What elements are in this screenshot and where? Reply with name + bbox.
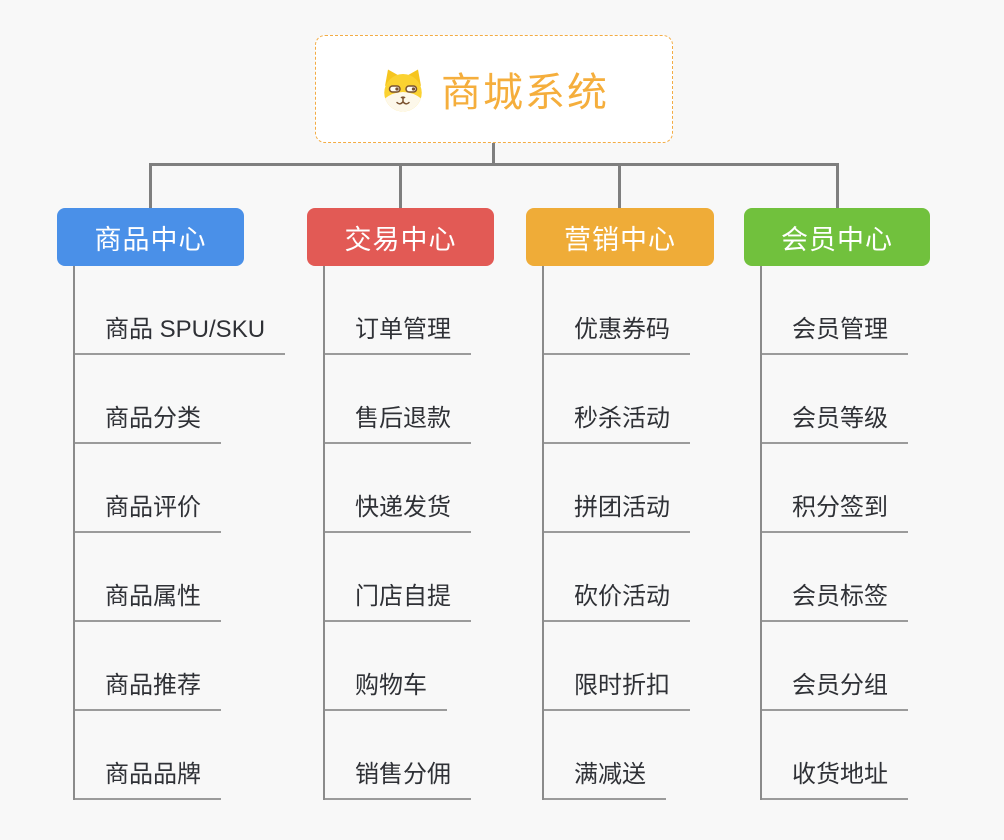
list-item: 砍价活动 xyxy=(544,533,690,622)
node-sales-commission[interactable]: 销售分佣 xyxy=(325,754,471,800)
connector-drop-product xyxy=(149,164,152,208)
branch-header-trade-center[interactable]: 交易中心 xyxy=(307,208,494,266)
node-member-level[interactable]: 会员等级 xyxy=(762,398,908,444)
root-node-mall-system[interactable]: 商城系统 xyxy=(315,35,673,143)
connector-drop-trade xyxy=(399,164,402,208)
branch-trade-center: 交易中心 订单管理 售后退款 快递发货 门店自提 购物车 销售分佣 xyxy=(307,208,494,800)
list-item: 售后退款 xyxy=(325,355,471,444)
node-flash-sale[interactable]: 秒杀活动 xyxy=(544,398,690,444)
branch-product-center: 商品中心 商品 SPU/SKU 商品分类 商品评价 商品属性 商品推荐 商品品牌 xyxy=(57,208,286,800)
list-item: 优惠券码 xyxy=(544,266,690,355)
list-item: 商品评价 xyxy=(75,444,285,533)
branch-children-member: 会员管理 会员等级 积分签到 会员标签 会员分组 收货地址 xyxy=(760,266,908,800)
branch-header-marketing-center[interactable]: 营销中心 xyxy=(526,208,714,266)
branch-children-marketing: 优惠券码 秒杀活动 拼团活动 砍价活动 限时折扣 满减送 xyxy=(542,266,690,800)
node-bargain-activity[interactable]: 砍价活动 xyxy=(544,576,690,622)
list-item: 会员分组 xyxy=(762,622,908,711)
node-full-reduction[interactable]: 满减送 xyxy=(544,754,666,800)
connector-drop-member xyxy=(836,164,839,208)
node-member-group[interactable]: 会员分组 xyxy=(762,665,908,711)
list-item: 拼团活动 xyxy=(544,444,690,533)
list-item: 会员等级 xyxy=(762,355,908,444)
list-item: 秒杀活动 xyxy=(544,355,690,444)
connector-root-stub xyxy=(492,143,495,166)
node-product-review[interactable]: 商品评价 xyxy=(75,487,221,533)
branch-header-member-center[interactable]: 会员中心 xyxy=(744,208,930,266)
node-aftersale-refund[interactable]: 售后退款 xyxy=(325,398,471,444)
node-product-attribute[interactable]: 商品属性 xyxy=(75,576,221,622)
branch-children-product: 商品 SPU/SKU 商品分类 商品评价 商品属性 商品推荐 商品品牌 xyxy=(73,266,286,800)
node-product-category[interactable]: 商品分类 xyxy=(75,398,221,444)
list-item: 商品属性 xyxy=(75,533,285,622)
list-item: 商品 SPU/SKU xyxy=(75,266,286,355)
node-points-checkin[interactable]: 积分签到 xyxy=(762,487,908,533)
node-limited-time-discount[interactable]: 限时折扣 xyxy=(544,665,690,711)
list-item: 积分签到 xyxy=(762,444,908,533)
node-group-buy[interactable]: 拼团活动 xyxy=(544,487,690,533)
list-item: 销售分佣 xyxy=(325,711,471,800)
node-product-brand[interactable]: 商品品牌 xyxy=(75,754,221,800)
list-item: 购物车 xyxy=(325,622,471,711)
node-shopping-cart[interactable]: 购物车 xyxy=(325,665,447,711)
list-item: 订单管理 xyxy=(325,266,471,355)
list-item: 会员标签 xyxy=(762,533,908,622)
list-item: 商品分类 xyxy=(75,355,285,444)
list-item: 商品品牌 xyxy=(75,711,285,800)
node-member-management[interactable]: 会员管理 xyxy=(762,309,908,355)
node-shipping-address[interactable]: 收货地址 xyxy=(762,754,908,800)
connector-horizontal-bus xyxy=(149,163,839,166)
branch-header-product-center[interactable]: 商品中心 xyxy=(57,208,244,266)
branch-marketing-center: 营销中心 优惠券码 秒杀活动 拼团活动 砍价活动 限时折扣 满减送 xyxy=(526,208,714,800)
node-store-pickup[interactable]: 门店自提 xyxy=(325,576,471,622)
branch-member-center: 会员中心 会员管理 会员等级 积分签到 会员标签 会员分组 收货地址 xyxy=(744,208,930,800)
dog-face-icon xyxy=(384,69,422,112)
node-product-recommend[interactable]: 商品推荐 xyxy=(75,665,221,711)
list-item: 满减送 xyxy=(544,711,690,800)
node-product-spu-sku[interactable]: 商品 SPU/SKU xyxy=(75,309,286,355)
node-member-tag[interactable]: 会员标签 xyxy=(762,576,908,622)
branch-children-trade: 订单管理 售后退款 快递发货 门店自提 购物车 销售分佣 xyxy=(323,266,471,800)
list-item: 快递发货 xyxy=(325,444,471,533)
node-order-management[interactable]: 订单管理 xyxy=(325,309,471,355)
node-express-delivery[interactable]: 快递发货 xyxy=(325,487,471,533)
root-title: 商城系统 xyxy=(441,71,609,115)
list-item: 收货地址 xyxy=(762,711,908,800)
node-coupon-code[interactable]: 优惠券码 xyxy=(544,309,690,355)
list-item: 门店自提 xyxy=(325,533,471,622)
connector-drop-marketing xyxy=(618,164,621,208)
list-item: 会员管理 xyxy=(762,266,908,355)
list-item: 商品推荐 xyxy=(75,622,285,711)
list-item: 限时折扣 xyxy=(544,622,690,711)
